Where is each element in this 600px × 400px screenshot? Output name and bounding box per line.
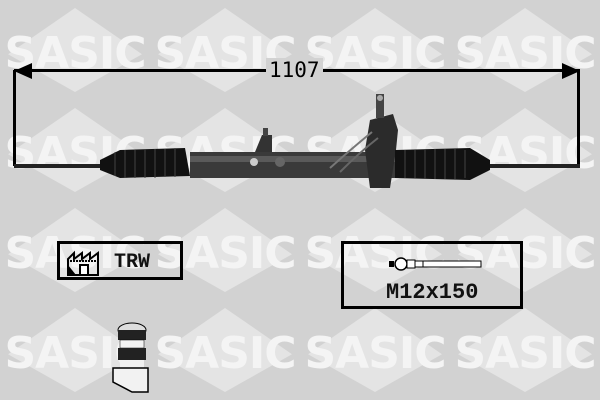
steering-rack-image [14, 94, 580, 188]
watermark-logo: SASIC [450, 200, 600, 300]
manufacturer-name: TRW [114, 251, 151, 274]
watermark-logo: SASIC [300, 0, 450, 100]
watermark-logo: SASIC [300, 200, 450, 300]
watermark-logo: SASIC [450, 300, 600, 400]
watermark-logo: SASIC [150, 200, 300, 300]
watermark-logo: SASIC [150, 300, 300, 400]
watermark-logo: SASIC [150, 0, 300, 100]
dimension-right-extension [577, 70, 580, 166]
dimension-left-extension [13, 70, 16, 166]
reservoir-cap-icon [112, 322, 149, 393]
watermark-logo: SASIC [300, 300, 450, 400]
watermark-logo: SASIC [0, 0, 150, 100]
manufacturer-box: TRW [57, 241, 183, 280]
arrow-left-icon [14, 63, 32, 79]
thread-spec: M12x150 [386, 280, 479, 305]
factory-icon [67, 250, 99, 276]
tie-rod-icon [389, 257, 482, 271]
thread-spec-box: M12x150 [341, 241, 523, 309]
dimension-length-label: 1107 [266, 58, 323, 82]
arrow-right-icon [562, 63, 580, 79]
